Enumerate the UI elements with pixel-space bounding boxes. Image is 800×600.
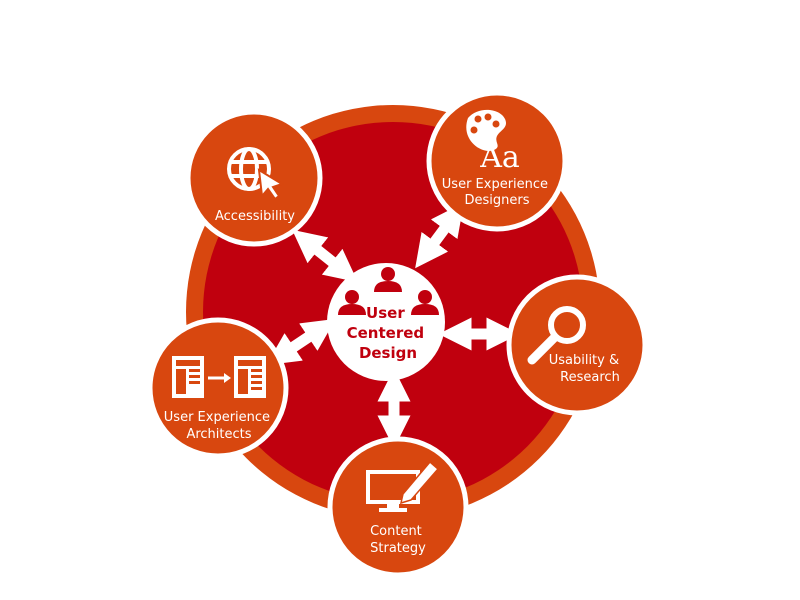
center-line-2: Centered (347, 324, 425, 342)
ux-architects-line-2: Architects (186, 427, 251, 442)
wireframe-flow-icon (172, 356, 266, 398)
monitor-pencil-icon (366, 460, 440, 512)
ux-designers-line-2: Designers (465, 193, 530, 208)
ux-architects-line-1: User Experience (164, 410, 270, 425)
arrow-accessibility (292, 229, 358, 283)
center-line-3: Design (359, 344, 417, 362)
svg-text:Usability & Research: Usability & Research (549, 353, 624, 385)
globe-cursor-icon (227, 147, 285, 201)
connectors (266, 202, 520, 449)
palette-typography-icon: Aa (466, 109, 520, 175)
usability-line-1: Usability & (549, 353, 619, 368)
svg-text:Accessibility: Accessibility (215, 209, 295, 224)
svg-text:User Experience Designer: User Experience Designers (442, 177, 552, 208)
magnifier-icon (527, 306, 586, 365)
svg-text:User Centered Desi: User Centered Design (347, 304, 430, 362)
node-usability-research: Usability & Research (506, 274, 648, 416)
node-ux-architects: User Experience Architects (147, 317, 289, 459)
node-ux-designers: Aa User Experience Designers (426, 90, 568, 232)
accessibility-label: Accessibility (215, 209, 295, 224)
content-strategy-line-1: Content (370, 524, 422, 539)
typography-glyph: Aa (479, 140, 520, 175)
node-accessibility: Accessibility (185, 109, 323, 247)
arrow-ux-architects (266, 318, 336, 366)
center-node: User Centered Design (327, 263, 445, 381)
ux-designers-line-1: User Experience (442, 177, 548, 192)
svg-text:Content Strategy: Content Strategy (370, 524, 426, 556)
center-line-1: User (366, 304, 405, 322)
usability-line-2: Research (560, 370, 620, 385)
content-strategy-line-2: Strategy (370, 541, 426, 556)
arrow-ux-designers (415, 202, 464, 269)
svg-text:User Experience Architec: User Experience Architects (164, 410, 274, 442)
node-content-strategy: Content Strategy (327, 436, 469, 578)
people-group-icon (338, 267, 439, 315)
